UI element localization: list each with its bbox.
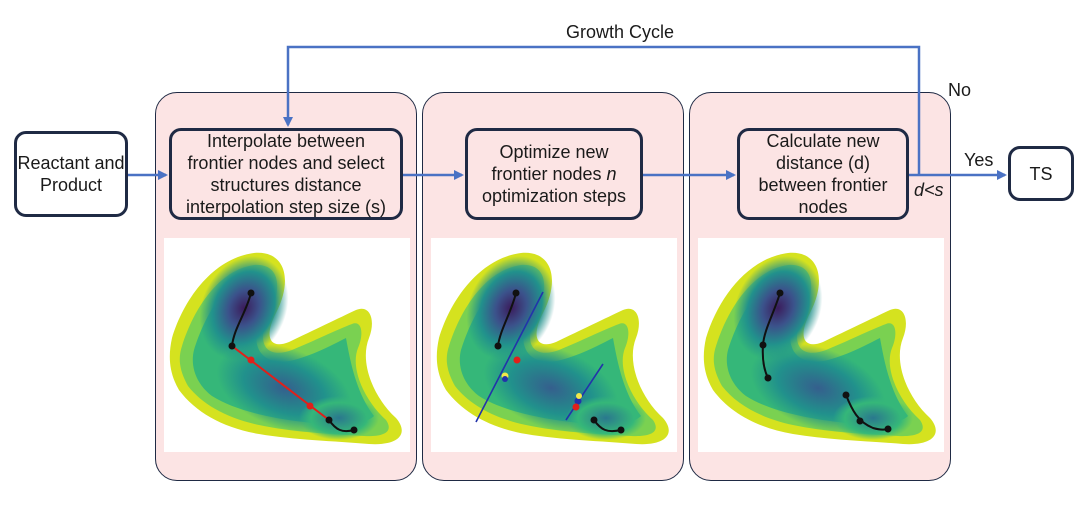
start-node-label: Reactant and Product bbox=[17, 153, 125, 195]
energy-surface-plot-2 bbox=[431, 238, 677, 452]
optimize-step: Optimize new frontier nodes n optimizati… bbox=[465, 128, 643, 220]
calculate-step-label: Calculate new distance (d) between front… bbox=[758, 131, 888, 217]
start-node: Reactant and Product bbox=[14, 131, 128, 217]
surface-shape bbox=[703, 252, 936, 445]
growth-cycle-label: Growth Cycle bbox=[566, 22, 675, 42]
optimize-step-variable: n bbox=[606, 164, 617, 184]
surface-shape bbox=[436, 252, 669, 445]
path-nodes bbox=[228, 289, 358, 434]
energy-surface-plot-1 bbox=[164, 238, 410, 452]
path-nodes bbox=[475, 289, 625, 434]
path-nodes bbox=[759, 289, 892, 433]
optimize-step-text-b: optimization steps bbox=[481, 186, 627, 206]
optimize-step-text-a: Optimize new frontier nodes bbox=[491, 142, 609, 184]
surface-shape bbox=[169, 252, 402, 445]
end-node: TS bbox=[1008, 146, 1074, 201]
no-label: No bbox=[948, 80, 972, 100]
calculate-step: Calculate new distance (d) between front… bbox=[737, 128, 909, 220]
interpolate-step-label: Interpolate between frontier nodes and s… bbox=[185, 131, 387, 217]
condition-label: d<s bbox=[914, 180, 944, 200]
yes-label: Yes bbox=[964, 150, 994, 170]
interpolate-step: Interpolate between frontier nodes and s… bbox=[169, 128, 403, 220]
optimize-step-label: Optimize new frontier nodes n optimizati… bbox=[474, 141, 634, 207]
energy-surface-plot-3 bbox=[698, 238, 944, 452]
end-node-label: TS bbox=[1029, 163, 1053, 184]
